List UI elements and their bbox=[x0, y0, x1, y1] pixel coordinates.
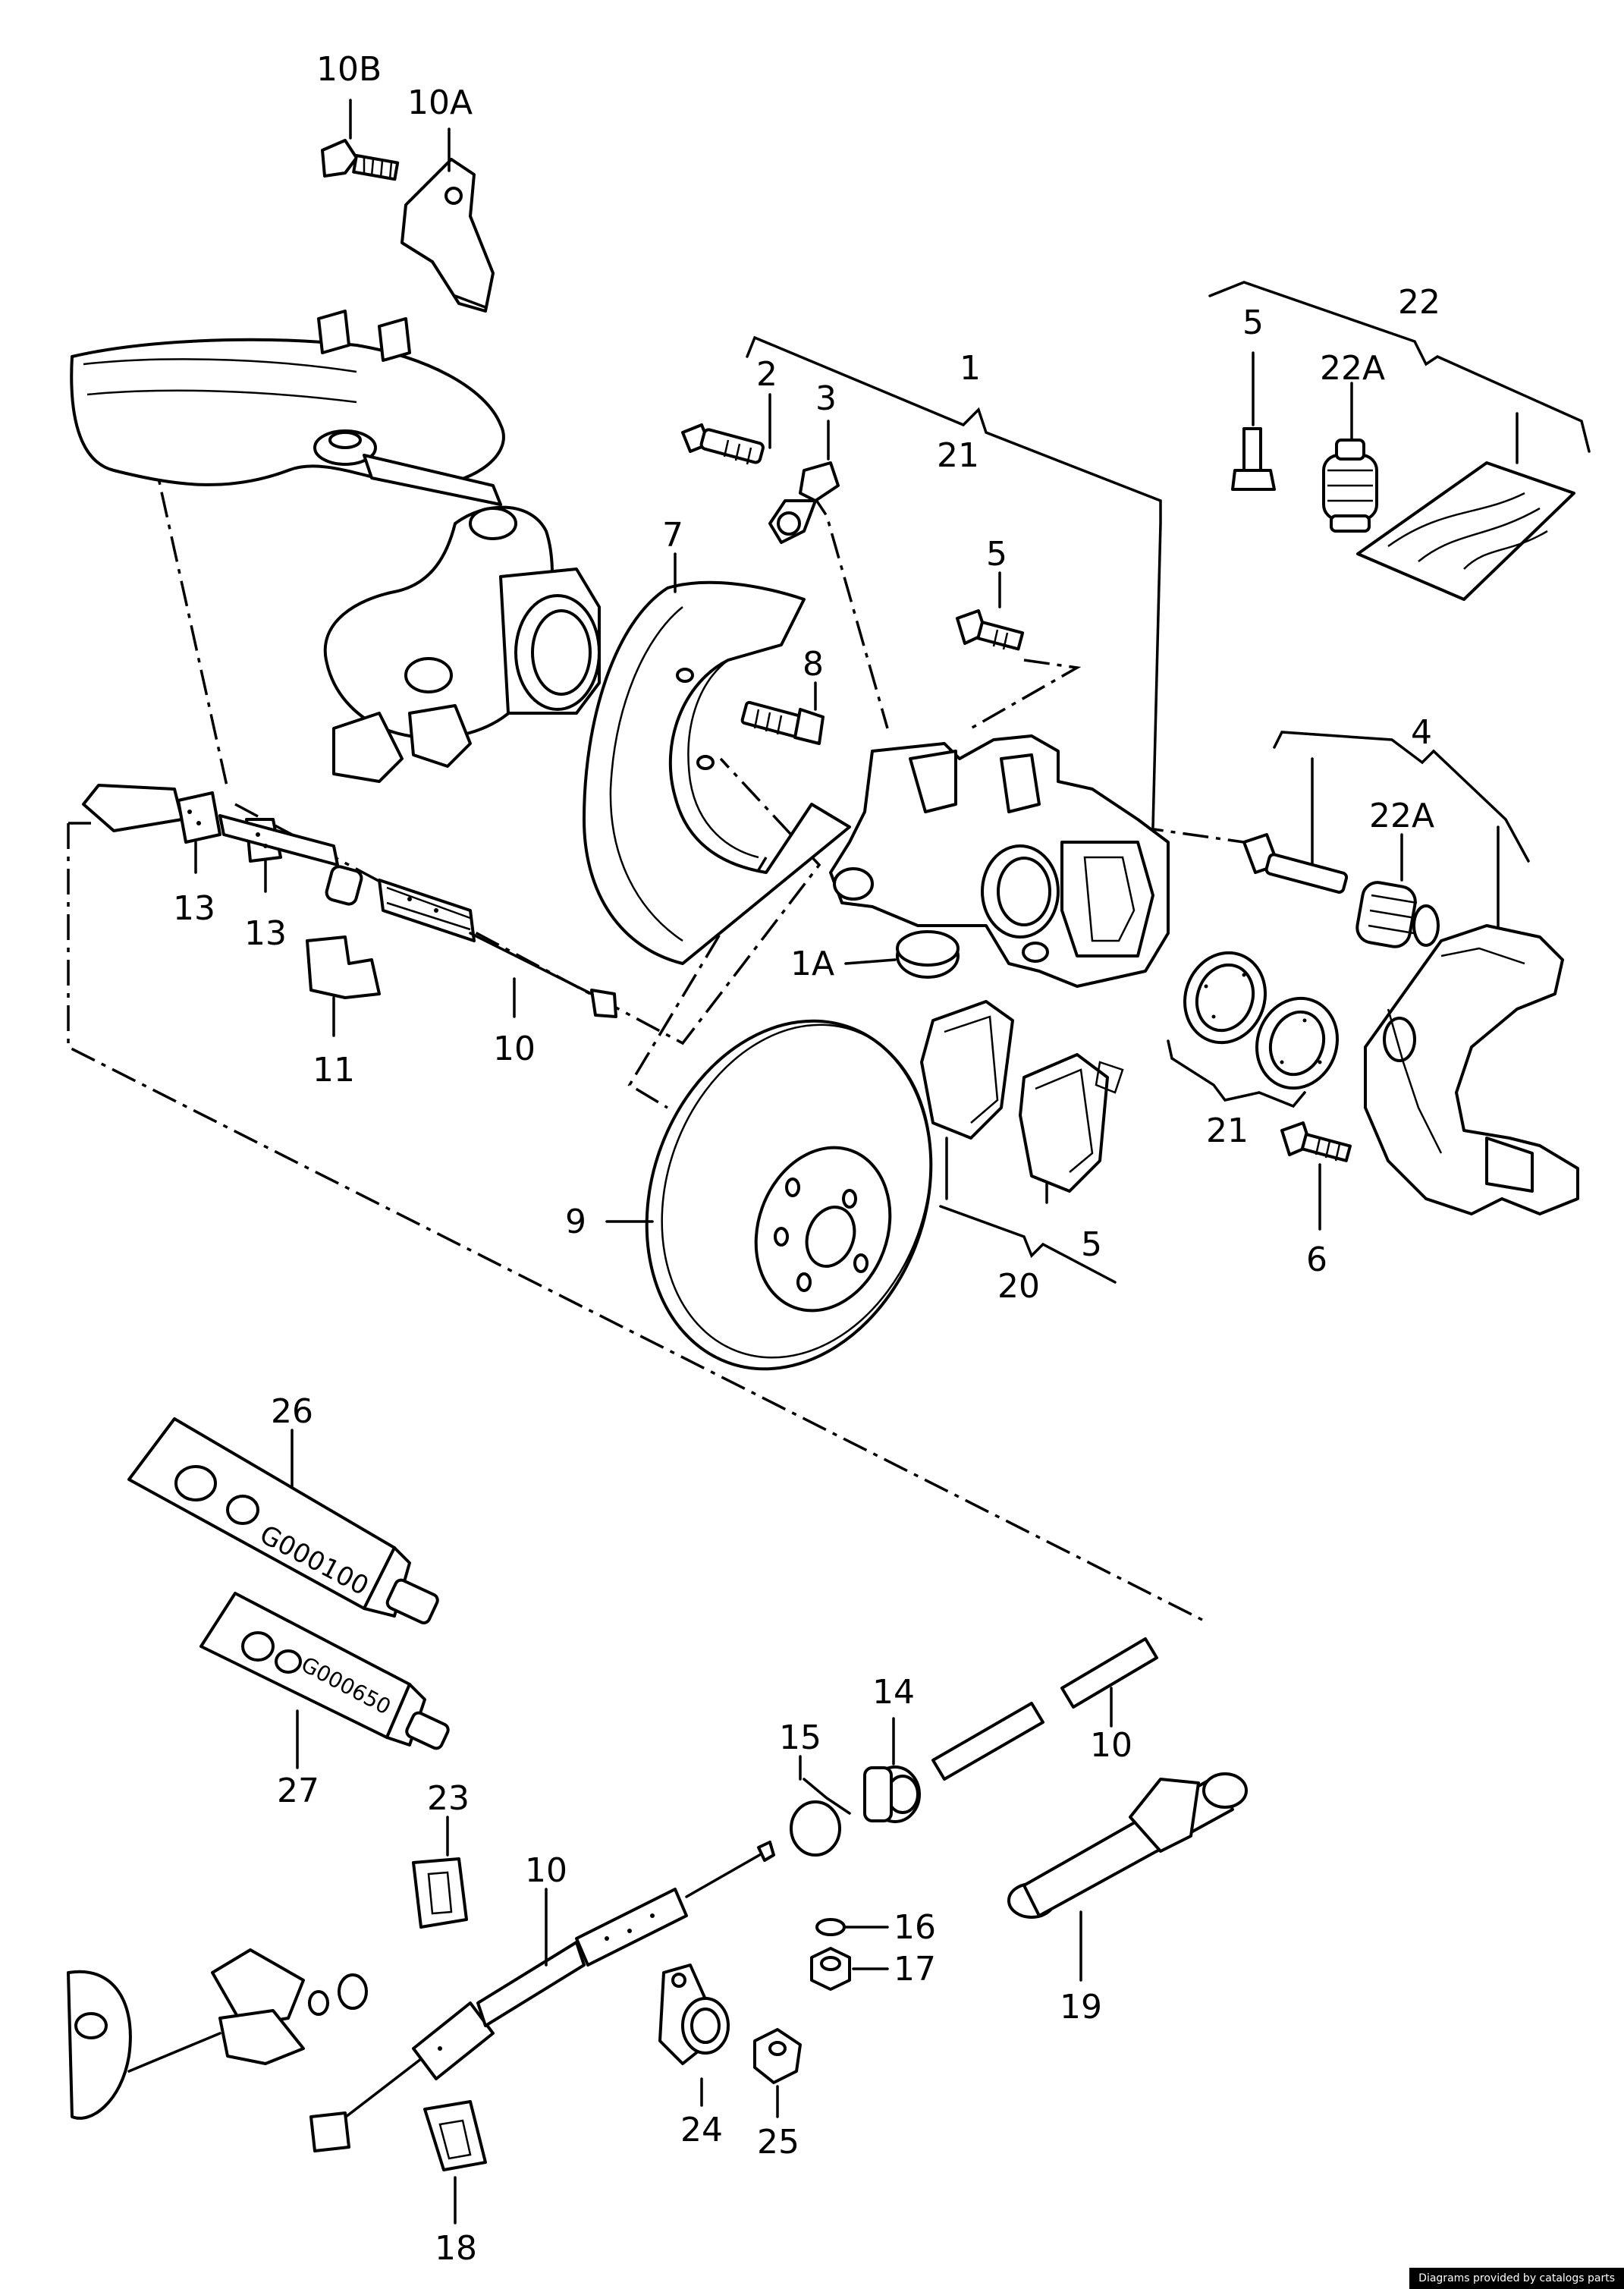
bracket-group-4 bbox=[1273, 731, 1530, 863]
guide-tube-19 bbox=[1007, 1772, 1248, 1919]
label-27: 27 bbox=[277, 1772, 319, 1810]
bracket-20 bbox=[939, 1205, 1117, 1284]
leader-1a bbox=[844, 958, 897, 965]
guide-sleeve-22a-carrier bbox=[1355, 881, 1440, 948]
label-3: 3 bbox=[815, 379, 837, 418]
label-5-pads: 5 bbox=[1081, 1225, 1102, 1264]
splash-shield bbox=[583, 580, 851, 965]
cable-lower-10 bbox=[309, 1841, 775, 2152]
brake-pads-20 bbox=[920, 1000, 1124, 1193]
label-20: 20 bbox=[997, 1267, 1040, 1306]
label-21-top: 21 bbox=[937, 436, 979, 475]
callout-labels: 10B 10A 1 21 2 3 22 5 22A 7 5 8 4 22A 13… bbox=[173, 50, 1440, 2268]
label-21-seals: 21 bbox=[1206, 1111, 1249, 1150]
label-15: 15 bbox=[779, 1718, 821, 1757]
seal-kit-21 bbox=[1183, 951, 1339, 1090]
credit-footer: Diagrams provided by catalogs parts bbox=[1409, 2268, 1624, 2289]
bleeder-screw-2 bbox=[681, 423, 765, 465]
brake-caliper bbox=[829, 734, 1170, 988]
guide-bolt bbox=[1242, 833, 1349, 894]
piston-seal-1a bbox=[896, 930, 960, 979]
label-11: 11 bbox=[313, 1051, 355, 1089]
label-10-tube: 10 bbox=[1090, 1726, 1132, 1765]
compensator bbox=[67, 1948, 368, 2120]
label-18: 18 bbox=[435, 2229, 477, 2268]
clip-15 bbox=[790, 1778, 851, 1857]
bolt-6 bbox=[1280, 1121, 1352, 1162]
label-19: 19 bbox=[1060, 1988, 1102, 2026]
bolt-8 bbox=[740, 700, 825, 745]
label-22a-carrier: 22A bbox=[1369, 797, 1434, 835]
label-1: 1 bbox=[960, 349, 981, 388]
label-17: 17 bbox=[894, 1950, 936, 1989]
label-16: 16 bbox=[894, 1908, 936, 1947]
label-13a: 13 bbox=[173, 889, 215, 928]
bracket-group-1 bbox=[746, 335, 1162, 829]
label-25: 25 bbox=[757, 2123, 799, 2162]
washer-16 bbox=[815, 1918, 846, 1936]
label-8: 8 bbox=[803, 645, 824, 684]
bolt-5-kit bbox=[1231, 427, 1276, 491]
label-24: 24 bbox=[680, 2111, 723, 2149]
tube-10 bbox=[931, 1637, 1158, 1781]
label-26: 26 bbox=[271, 1392, 313, 1431]
label-10a: 10A bbox=[407, 83, 473, 122]
bracket-group-22 bbox=[1208, 281, 1591, 453]
grease-tube-26: G000100 Audi bbox=[127, 1417, 439, 1624]
label-4: 4 bbox=[1411, 713, 1432, 752]
handbrake-cable-upper bbox=[82, 784, 617, 1018]
bolt-5-caliper bbox=[956, 609, 1025, 651]
clip-23 bbox=[412, 1857, 468, 1929]
bleeder-cap-3 bbox=[768, 461, 840, 544]
label-10-lower: 10 bbox=[525, 1851, 567, 1890]
steering-knuckle bbox=[70, 310, 601, 783]
guide-sleeve-22a-kit bbox=[1322, 439, 1378, 533]
grease-packet bbox=[1356, 461, 1575, 601]
label-5-kit: 5 bbox=[1242, 303, 1264, 342]
clip-18 bbox=[423, 2100, 487, 2171]
bolt-10b bbox=[321, 139, 400, 181]
cable-clip-11 bbox=[306, 935, 381, 999]
label-5-bolt: 5 bbox=[986, 535, 1007, 574]
label-7: 7 bbox=[662, 516, 683, 555]
nut-17 bbox=[810, 1947, 851, 1991]
label-1a: 1A bbox=[790, 945, 834, 983]
grommet-14 bbox=[863, 1765, 921, 1823]
label-10b: 10B bbox=[316, 50, 382, 89]
label-2: 2 bbox=[756, 355, 777, 394]
label-13b: 13 bbox=[244, 914, 287, 953]
grease-tube-27: G000650 bbox=[199, 1592, 450, 1750]
label-10-cable: 10 bbox=[493, 1030, 536, 1068]
label-22a-kit: 22A bbox=[1320, 349, 1385, 388]
adjuster-24 bbox=[658, 1964, 730, 2065]
bracket-21-seals bbox=[1167, 1039, 1306, 1108]
bracket-10a bbox=[401, 158, 495, 313]
label-9: 9 bbox=[565, 1203, 586, 1241]
carrier-bracket bbox=[1364, 924, 1579, 1215]
label-22: 22 bbox=[1398, 283, 1440, 322]
tube26-badge: Audi bbox=[182, 1476, 209, 1490]
label-6: 6 bbox=[1306, 1240, 1327, 1279]
label-14: 14 bbox=[872, 1673, 915, 1712]
label-23: 23 bbox=[427, 1779, 470, 1818]
nut-25 bbox=[753, 2028, 802, 2084]
brake-disc bbox=[645, 1019, 933, 1371]
